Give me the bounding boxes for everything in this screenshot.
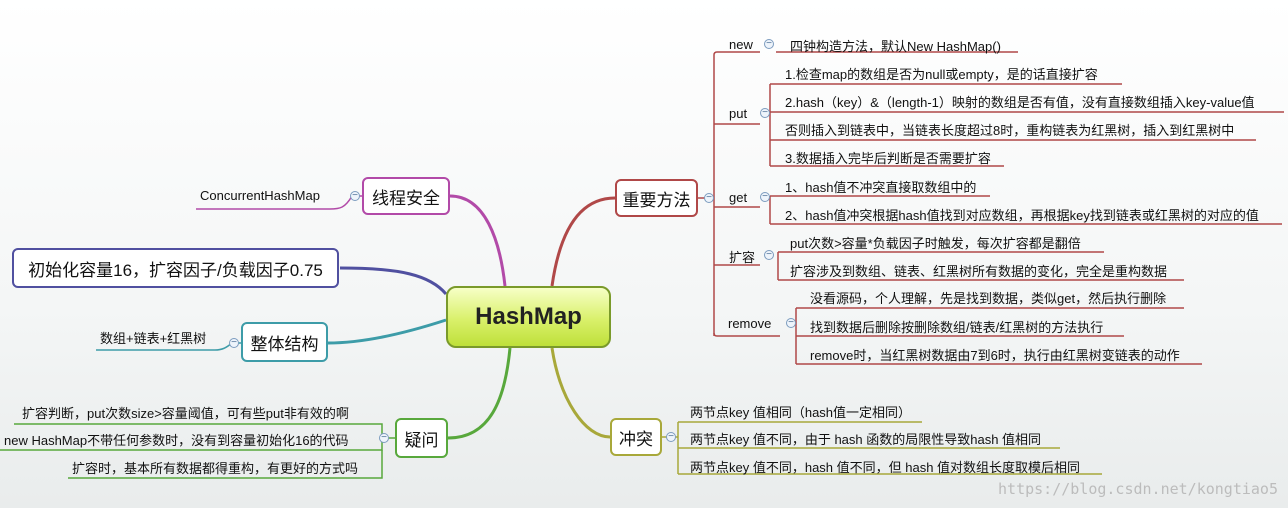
method-remove-label[interactable]: remove — [728, 316, 772, 331]
method-put-item: 2.hash（key）&（length-1）映射的数组是否有值，没有直接数组插入… — [785, 95, 1255, 110]
method-new-item: 四钟构造方法，默认New HashMap() — [790, 39, 1001, 54]
root-node-hashmap[interactable]: HashMap — [446, 286, 611, 348]
method-expand-label[interactable]: 扩容 — [729, 250, 756, 265]
question-item: 扩容时，基本所有数据都得重构，有更好的方式吗 — [72, 461, 359, 476]
branch-questions[interactable]: 疑问 — [395, 418, 448, 458]
structure-child: 数组+链表+红黑树 — [100, 331, 207, 346]
method-put-item: 1.检查map的数组是否为null或empty，是的话直接扩容 — [785, 67, 1098, 82]
collapse-icon[interactable]: − — [764, 250, 774, 260]
thread-safety-child: ConcurrentHashMap — [200, 188, 320, 203]
conflict-item: 两节点key 值相同（hash值一定相同） — [690, 405, 912, 420]
method-expand-item: 扩容涉及到数组、链表、红黑树所有数据的变化，完全是重构数据 — [790, 264, 1168, 279]
branch-thread-safety[interactable]: 线程安全 — [362, 177, 450, 215]
method-put-item: 3.数据插入完毕后判断是否需要扩容 — [785, 151, 991, 166]
collapse-icon[interactable]: − — [704, 193, 714, 203]
collapse-icon[interactable]: − — [760, 192, 770, 202]
method-remove-item: remove时，当红黑树数据由7到6时，执行由红黑树变链表的动作 — [810, 348, 1180, 363]
conflict-item: 两节点key 值不同，hash 值不同，但 hash 值对数组长度取模后相同 — [690, 460, 1081, 475]
collapse-icon[interactable]: − — [760, 108, 770, 118]
question-item: 扩容判断，put次数size>容量阈值，可有些put非有效的啊 — [22, 406, 349, 421]
method-get-item: 2、hash值冲突根据hash值找到对应数组，再根据key找到链表或红黑树的对应… — [785, 208, 1259, 223]
collapse-icon[interactable]: − — [786, 318, 796, 328]
method-get-item: 1、hash值不冲突直接取数组中的 — [785, 180, 977, 195]
method-remove-item: 没看源码，个人理解，先是找到数据，类似get，然后执行删除 — [810, 291, 1167, 306]
collapse-icon[interactable]: − — [350, 191, 360, 201]
collapse-icon[interactable]: − — [229, 338, 239, 348]
collapse-icon[interactable]: − — [379, 433, 389, 443]
collapse-icon[interactable]: − — [666, 432, 676, 442]
watermark: https://blog.csdn.net/kongtiao5 — [998, 480, 1278, 498]
method-get-label[interactable]: get — [729, 190, 748, 205]
branch-important-methods[interactable]: 重要方法 — [615, 179, 698, 217]
branch-init[interactable]: 初始化容量16，扩容因子/负载因子0.75 — [12, 248, 339, 288]
method-put-item: 否则插入到链表中，当链表长度超过8时，重构链表为红黑树，插入到红黑树中 — [785, 123, 1235, 138]
branch-structure[interactable]: 整体结构 — [241, 322, 328, 362]
collapse-icon[interactable]: − — [764, 39, 774, 49]
method-new-label[interactable]: new — [729, 37, 753, 52]
conflict-item: 两节点key 值不同，由于 hash 函数的局限性导致hash 值相同 — [690, 432, 1042, 447]
branch-conflict[interactable]: 冲突 — [610, 418, 662, 456]
method-put-label[interactable]: put — [729, 106, 748, 121]
method-expand-item: put次数>容量*负载因子时触发，每次扩容都是翻倍 — [790, 236, 1081, 251]
method-remove-item: 找到数据后删除按删除数组/链表/红黑树的方法执行 — [810, 320, 1104, 335]
question-item: new HashMap不带任何参数时，没有到容量初始化16的代码 — [4, 433, 349, 448]
